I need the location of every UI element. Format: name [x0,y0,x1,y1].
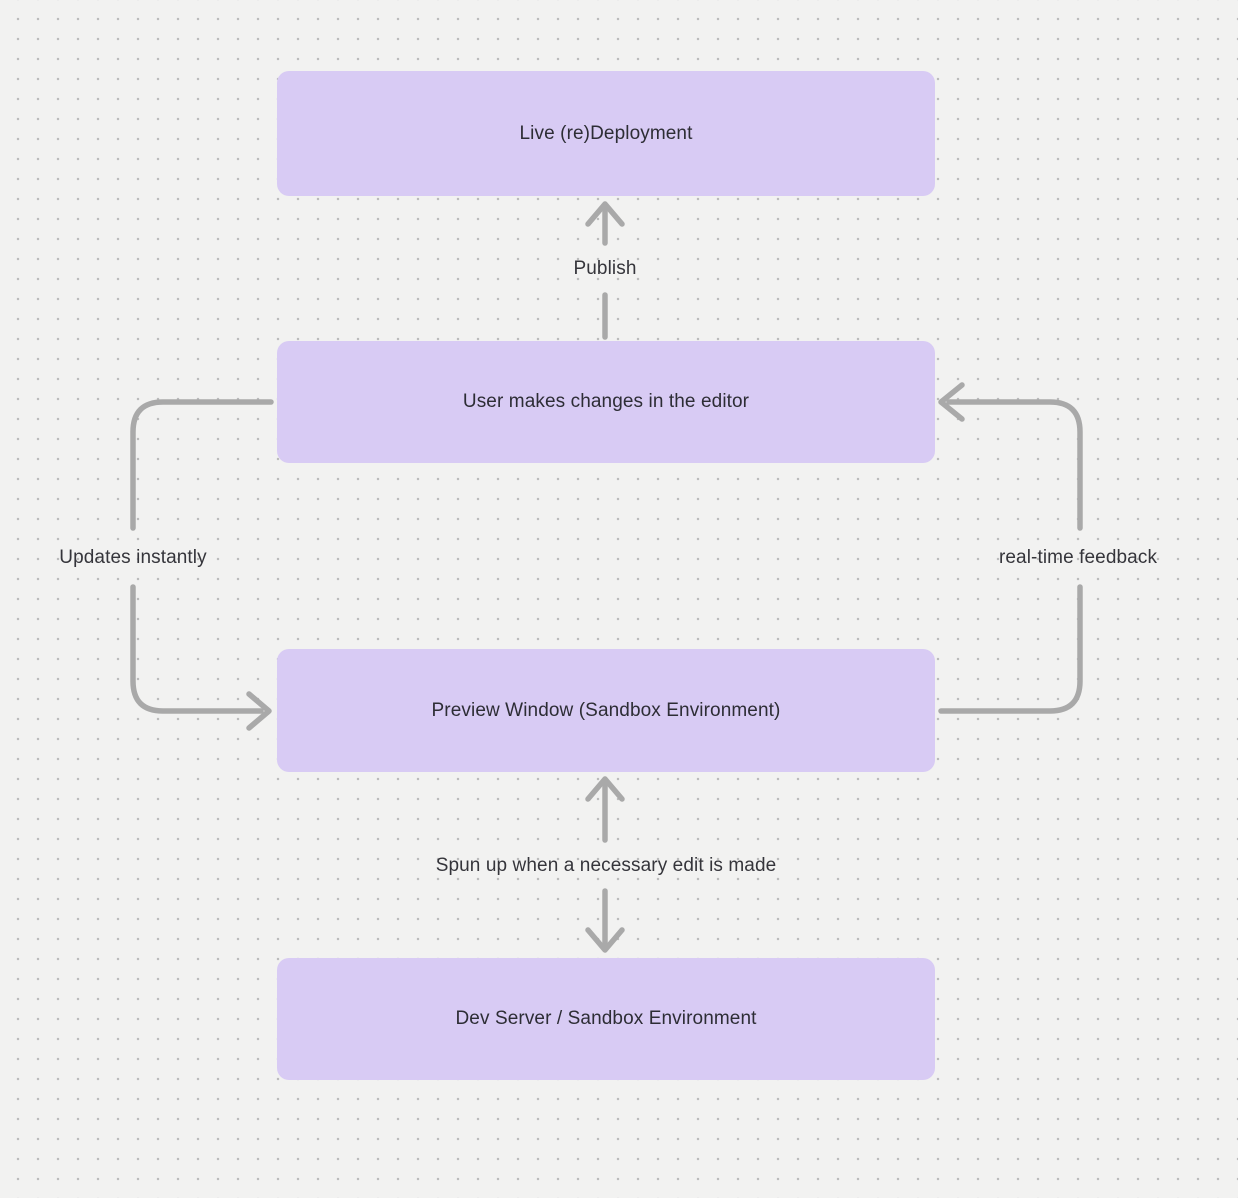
edge-label-spun-up: Spun up when a necessary edit is made [435,855,777,876]
node-live-redeployment[interactable]: Live (re)Deployment [277,71,935,196]
node-live-redeployment-label: Live (re)Deployment [519,122,693,144]
node-preview-window-label: Preview Window (Sandbox Environment) [431,699,781,721]
edge-label-publish: Publish [573,258,637,279]
node-user-editor-label: User makes changes in the editor [462,391,750,412]
edge-label-realtime-feedback: real-time feedback [998,547,1158,568]
node-dev-server[interactable]: Dev Server / Sandbox Environment [277,958,935,1080]
node-preview-window[interactable]: Preview Window (Sandbox Environment) [277,649,935,772]
node-user-editor[interactable]: User makes changes in the editor [277,341,935,463]
node-dev-server-label: Dev Server / Sandbox Environment [455,1008,757,1029]
edge-label-updates-instantly: Updates instantly [59,547,207,568]
